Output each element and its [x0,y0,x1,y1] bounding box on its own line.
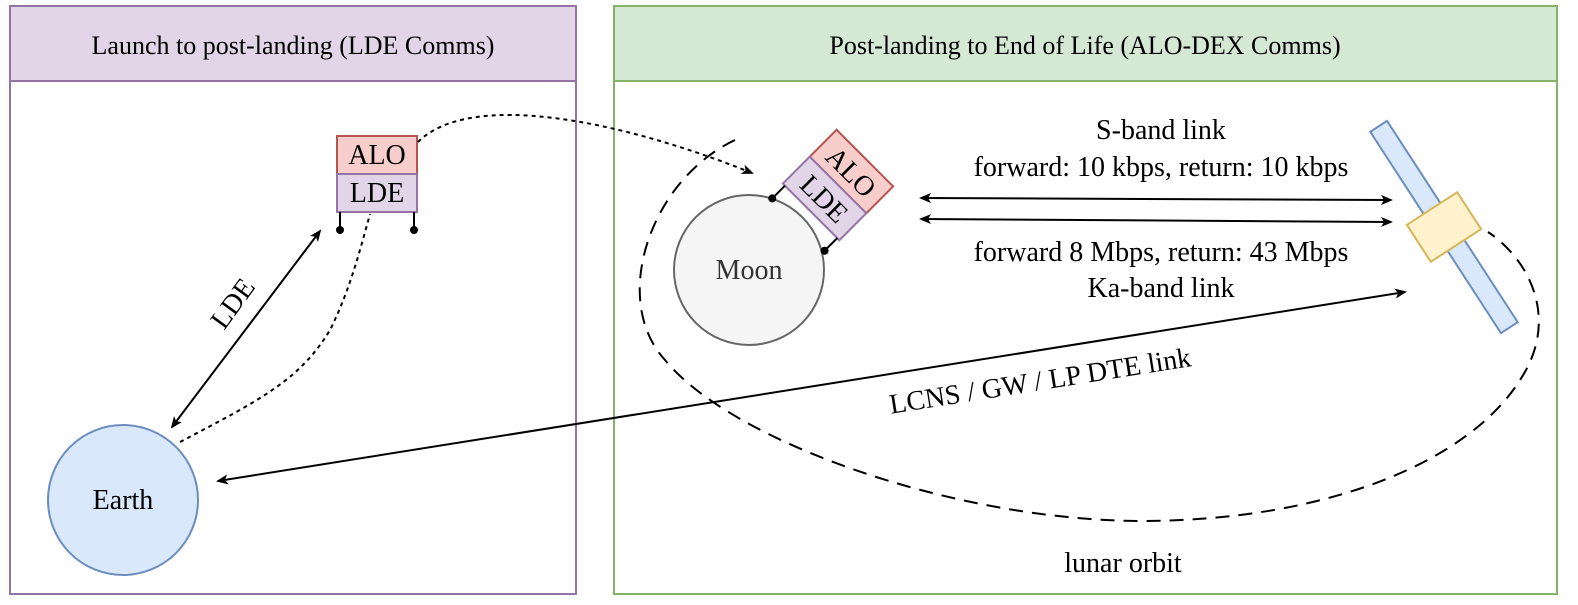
alo-module-label: ALO [348,140,406,171]
earth: Earth [47,424,199,576]
transfer-trajectory [417,114,754,174]
earth-circle [47,424,199,576]
earth-label: Earth [93,485,154,516]
lunar-orbit-label: lunar orbit [1064,548,1182,579]
right-panel-title: Post-landing to End of Life (ALO-DEX Com… [829,31,1340,60]
lander-in-flight: ALO LDE [336,135,418,234]
moon-label: Moon [716,255,783,286]
satellite-body [1405,190,1483,264]
lander-on-moon: ALO LDE [768,128,895,255]
lde-module-label: LDE [350,178,404,209]
kaband-title: Ka-band link [1088,273,1235,304]
alo-module [336,135,418,175]
moon: Moon [673,194,825,346]
dte-link-arrow [216,288,1407,485]
left-panel-header [9,5,577,82]
sband-rates: forward: 10 kbps, return: 10 kbps [974,152,1349,183]
kaband-rates: forward 8 Mbps, return: 43 Mbps [974,237,1349,268]
sband-title: S-band link [1096,115,1226,146]
sband-link-arrow [919,193,1393,205]
right-panel-header [613,5,1558,82]
lde-module-landed [781,155,868,242]
lde-module [336,173,418,213]
orbiter-satellite [1368,119,1520,335]
kaband-link-arrow [919,214,1393,227]
landed-foot-right [820,246,829,255]
lander-foot-left [336,226,344,234]
left-panel-title: Launch to post-landing (LDE Comms) [92,31,495,60]
landed-foot-left [768,194,777,203]
lander-foot-right [410,226,418,234]
